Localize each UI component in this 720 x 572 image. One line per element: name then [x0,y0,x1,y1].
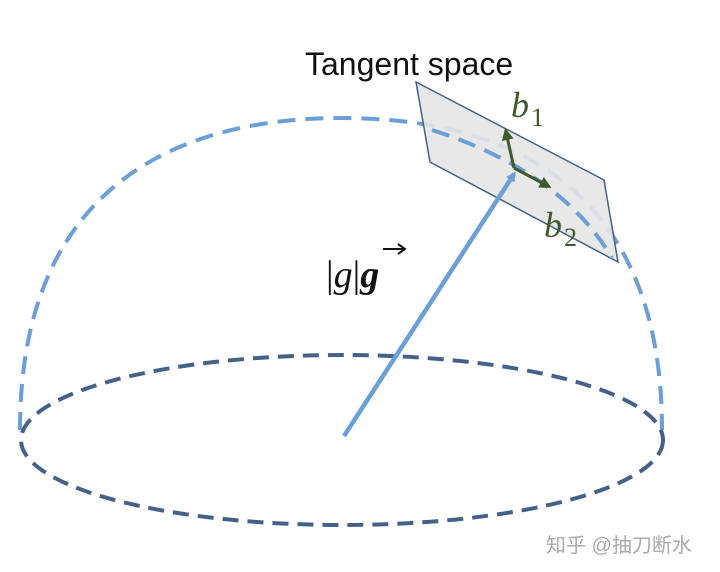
basis-b2-base: b [544,205,562,245]
basis-b2-subscript: 2 [564,223,577,252]
basis-b1-arrow [501,128,516,169]
basis-b1-base: b [511,85,529,125]
basis-b1-subscript: 1 [531,103,544,132]
basis-b2-label: b2 [544,205,577,252]
vector-overarrow [383,243,407,255]
basis-b1-label: b1 [511,85,544,132]
basis-b2-arrow [513,166,552,188]
tangent-plane [414,80,619,264]
tangent-space-label: Tangent space [305,46,513,82]
hemisphere-outline [18,115,664,431]
vector-direction-g: g [359,254,379,296]
vector-abs-open: | [326,254,334,296]
gradient-vector-arrow [342,171,516,438]
vector-magnitude-g: g [334,254,353,296]
vector-abs-close: | [353,254,361,296]
base-ellipse [19,353,665,527]
vector-label: |g|g [326,254,379,296]
watermark-text: 知乎 @抽刀断水 [546,534,692,557]
